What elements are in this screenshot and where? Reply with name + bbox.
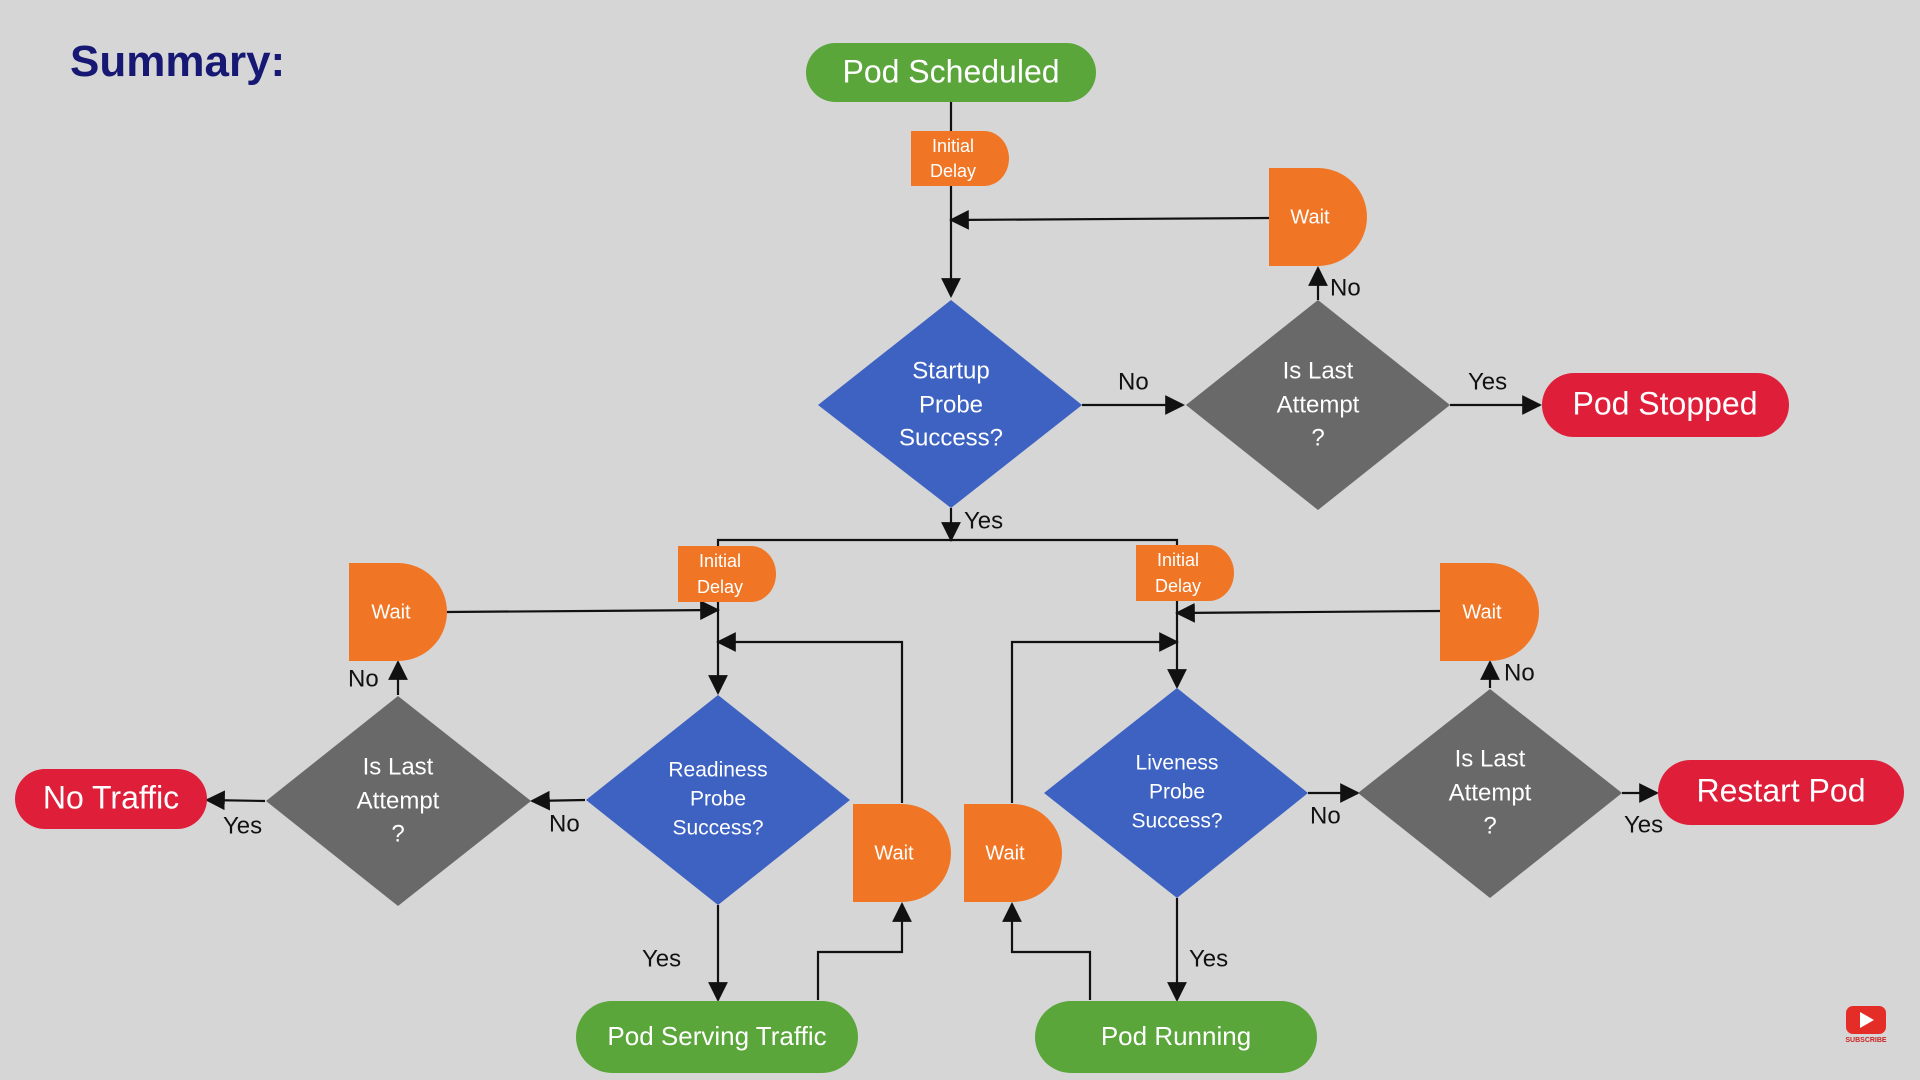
edge-left-last-yes xyxy=(205,790,266,811)
svg-text:Delay: Delay xyxy=(697,577,743,597)
svg-text:Wait: Wait xyxy=(1462,601,1502,623)
wait-left-upper-node: Wait xyxy=(349,563,447,661)
wait-liveness-node: Wait xyxy=(964,804,1062,902)
subscribe-button[interactable]: SUBSCRIBE xyxy=(1845,1006,1887,1044)
no-traffic-node: No Traffic xyxy=(15,769,207,829)
initial-delay-left-node: Initial Delay xyxy=(678,546,776,602)
svg-text:Is Last: Is Last xyxy=(363,753,434,780)
edge-readiness-wait-return xyxy=(716,632,904,803)
svg-text:Wait: Wait xyxy=(371,601,411,623)
svg-text:Attempt: Attempt xyxy=(1277,391,1360,418)
wait-top-node: Wait xyxy=(1269,168,1367,266)
pod-scheduled-node: Pod Scheduled xyxy=(806,43,1096,102)
is-last-attempt-left-decision: Is Last Attempt ? xyxy=(266,696,531,906)
label-startup-no: No xyxy=(1118,368,1149,395)
edge-readiness-no xyxy=(530,790,586,811)
wait-right-upper-node: Wait xyxy=(1440,563,1539,661)
label-liveness-no: No xyxy=(1310,802,1341,829)
label-right-last-no: No xyxy=(1504,659,1535,686)
svg-text:Pod Serving Traffic: Pod Serving Traffic xyxy=(607,1021,826,1051)
edge-wait-right-return xyxy=(1175,602,1441,623)
liveness-probe-decision: Liveness Probe Success? xyxy=(1044,688,1308,898)
readiness-probe-decision: Readiness Probe Success? xyxy=(586,695,850,905)
svg-text:Is Last: Is Last xyxy=(1455,745,1526,772)
svg-text:Attempt: Attempt xyxy=(357,787,440,814)
label-right-last-yes: Yes xyxy=(1624,811,1663,838)
label-readiness-no: No xyxy=(549,810,580,837)
edge-serving-to-wait xyxy=(816,902,912,1000)
is-last-attempt-right-decision: Is Last Attempt ? xyxy=(1358,689,1622,898)
svg-text:Wait: Wait xyxy=(985,842,1025,864)
label-top-last-no: No xyxy=(1330,274,1361,301)
pod-serving-traffic-node: Pod Serving Traffic xyxy=(576,1001,858,1073)
edge-wait-top-return xyxy=(949,209,1271,230)
initial-delay-right-node: Initial Delay xyxy=(1136,545,1234,601)
svg-text:Initial: Initial xyxy=(1157,550,1199,570)
label-liveness-yes: Yes xyxy=(1189,945,1228,972)
svg-text:Delay: Delay xyxy=(1155,576,1201,596)
connectors xyxy=(205,102,1659,1002)
svg-text:Pod Running: Pod Running xyxy=(1101,1021,1251,1051)
svg-text:Wait: Wait xyxy=(874,842,914,864)
svg-text:Success?: Success? xyxy=(899,424,1003,451)
label-top-last-yes: Yes xyxy=(1468,368,1507,395)
svg-text:?: ? xyxy=(391,820,404,847)
svg-text:Probe: Probe xyxy=(690,788,746,811)
pod-stopped-node: Pod Stopped xyxy=(1542,373,1789,437)
svg-text:Is Last: Is Last xyxy=(1283,357,1354,384)
restart-pod-node: Restart Pod xyxy=(1658,760,1904,825)
edge-split-bar xyxy=(716,538,1179,570)
svg-text:Initial: Initial xyxy=(932,136,974,156)
label-left-last-yes: Yes xyxy=(223,812,262,839)
svg-text:Liveness: Liveness xyxy=(1136,752,1219,775)
svg-text:Attempt: Attempt xyxy=(1449,779,1532,806)
edge-labels: No No Yes Yes No Yes No Yes No Yes No Ye… xyxy=(223,274,1663,972)
svg-text:Readiness: Readiness xyxy=(668,759,767,782)
edge-running-to-wait xyxy=(1002,902,1092,1000)
page-title: Summary: xyxy=(70,37,285,86)
svg-text:Success?: Success? xyxy=(1131,810,1222,833)
label-left-last-no: No xyxy=(348,665,379,692)
edge-wait-left-return xyxy=(445,600,720,621)
is-last-attempt-top-decision: Is Last Attempt ? xyxy=(1186,300,1450,510)
pod-running-node: Pod Running xyxy=(1035,1001,1317,1073)
svg-text:Probe: Probe xyxy=(1149,781,1205,804)
initial-delay-top-node: Initial Delay xyxy=(911,131,1009,186)
edge-liveness-wait-return xyxy=(1010,632,1179,803)
svg-text:Pod Scheduled: Pod Scheduled xyxy=(842,53,1059,89)
svg-text:Pod Stopped: Pod Stopped xyxy=(1572,385,1757,421)
svg-text:Restart Pod: Restart Pod xyxy=(1697,772,1866,808)
svg-text:?: ? xyxy=(1311,424,1324,451)
svg-text:Wait: Wait xyxy=(1290,206,1330,228)
svg-text:Success?: Success? xyxy=(672,817,763,840)
label-startup-yes: Yes xyxy=(964,507,1003,534)
startup-probe-decision: Startup Probe Success? xyxy=(818,300,1082,508)
subscribe-label: SUBSCRIBE xyxy=(1845,1037,1887,1044)
svg-text:Initial: Initial xyxy=(699,551,741,571)
svg-text:No Traffic: No Traffic xyxy=(43,779,179,815)
label-readiness-yes: Yes xyxy=(642,945,681,972)
svg-text:Startup: Startup xyxy=(912,357,989,384)
svg-text:Delay: Delay xyxy=(930,161,976,181)
svg-text:?: ? xyxy=(1483,812,1496,839)
wait-readiness-node: Wait xyxy=(853,804,951,902)
svg-text:Probe: Probe xyxy=(919,391,983,418)
